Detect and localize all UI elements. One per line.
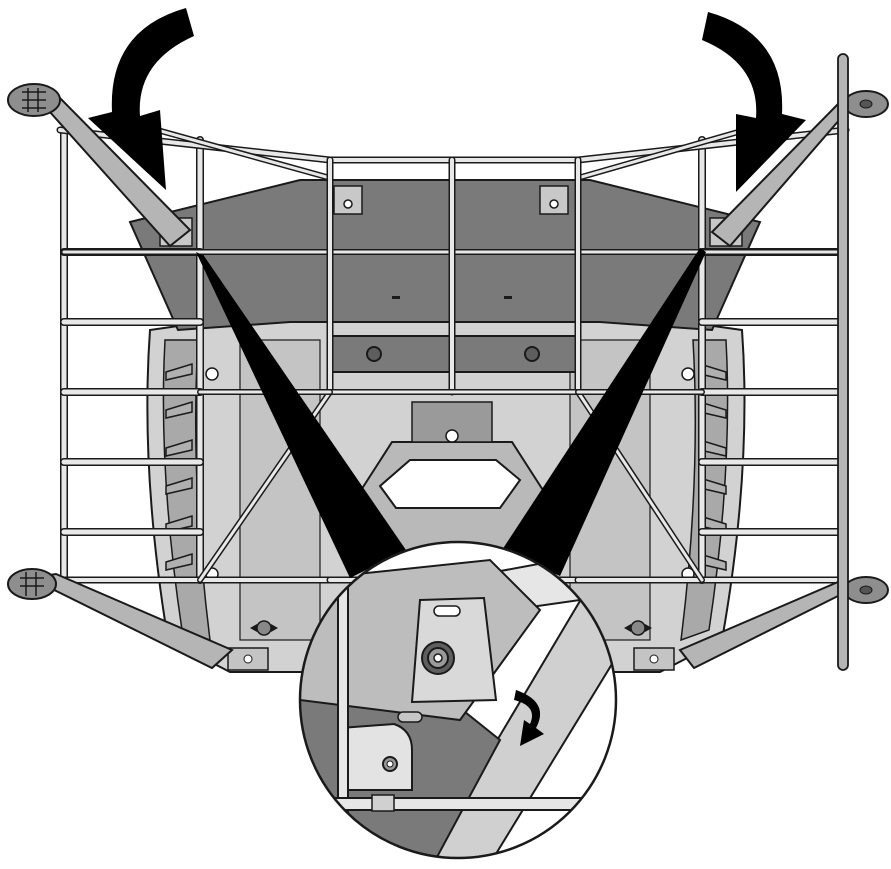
callout-cone-left xyxy=(196,252,406,578)
detail-magnifier-border xyxy=(298,540,618,860)
finsL-fin-0 xyxy=(165,362,193,381)
front-bar-screw-left xyxy=(366,346,382,362)
finsL-fin-1 xyxy=(165,400,193,419)
rotate-arrow-icon xyxy=(514,690,544,746)
tray-slot-right xyxy=(504,296,512,299)
wire-top-left-2-fill xyxy=(148,126,332,180)
wire-top-right-2-fill xyxy=(576,126,754,180)
detail-wire-vertical xyxy=(337,559,349,858)
bottom-lug-right-hole xyxy=(649,654,659,664)
detail-lower-slot xyxy=(397,711,423,723)
legs xyxy=(7,53,889,671)
side-screw-right-top xyxy=(681,367,695,381)
detail-wire-clip xyxy=(371,794,395,812)
curved-arrow-icon-right xyxy=(702,12,806,192)
detail-tab xyxy=(410,596,498,704)
detail-bolt-inner xyxy=(433,653,443,663)
side-screw-left-top xyxy=(205,367,219,381)
foot-bottom-left xyxy=(7,568,57,600)
curved-arrow-icon-left xyxy=(88,8,194,190)
leg-bottom-right xyxy=(678,576,889,670)
finsL-fin-3 xyxy=(165,476,193,495)
detail-magnifier xyxy=(298,540,618,860)
leg-bottom-left xyxy=(7,568,234,670)
detail-leg-diagonal xyxy=(418,542,616,858)
wire-top-left-1-fill xyxy=(58,128,332,162)
front-bar-screw-right xyxy=(524,346,540,362)
detail-tab-slot xyxy=(433,605,461,617)
wing-nut-right xyxy=(624,620,652,636)
leg-top-left xyxy=(7,83,192,248)
detail-bracket xyxy=(339,722,413,791)
detail-bracket-screw-center xyxy=(386,760,394,768)
finsL-fin-5 xyxy=(165,552,193,571)
wing-nut-left xyxy=(250,620,278,636)
finsL-fin-2 xyxy=(165,438,193,457)
bottom-lug-left-hole xyxy=(243,654,253,664)
tray-slot-left xyxy=(392,296,400,299)
central-opening xyxy=(378,459,522,509)
callout-cone-right xyxy=(502,248,706,576)
wire-top-right-1-fill xyxy=(576,128,848,162)
tray-tab-top-right-hole xyxy=(549,199,559,209)
side-post-right xyxy=(837,53,849,671)
center-hub-screw xyxy=(445,429,459,443)
tray-tab-top-left-hole xyxy=(343,199,353,209)
